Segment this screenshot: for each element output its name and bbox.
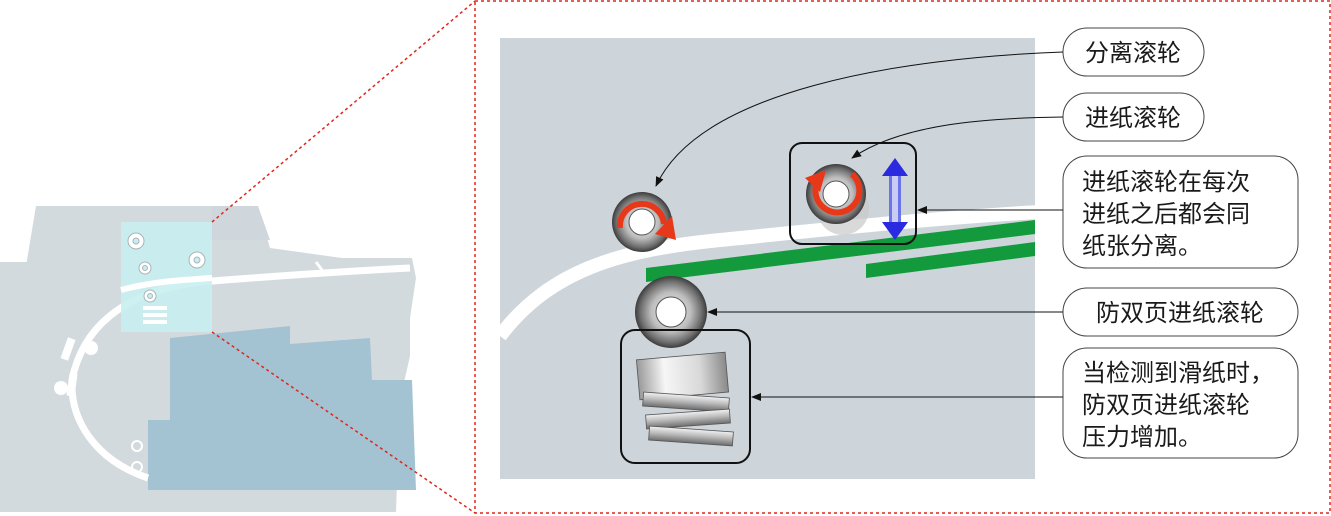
label-feed-roller: 进纸滚轮 — [1085, 104, 1181, 132]
paper-tray — [148, 326, 416, 490]
rotation-arrow-icon — [812, 171, 863, 216]
spring-icon — [143, 306, 167, 324]
label-feed-note-2: 进纸之后都会同 — [1082, 200, 1250, 228]
label-separation-roller: 分离滚轮 — [1085, 39, 1181, 67]
callout-double-feed-note: 当检测到滑纸时， 防双页进纸滚轮 压力增加。 — [1062, 347, 1299, 459]
feed-roller — [805, 164, 869, 235]
callout-separation-roller: 分离滚轮 — [1062, 27, 1205, 77]
leader-lines — [655, 51, 1064, 401]
detail-panel — [500, 38, 1035, 479]
callout-double-feed-roller: 防双页进纸滚轮 — [1062, 287, 1299, 337]
label-feed-note-1: 进纸滚轮在每次 — [1082, 168, 1250, 196]
separation-roller — [612, 192, 676, 252]
leader-separation-roller — [655, 51, 1064, 187]
paper-sheet-1 — [646, 220, 1035, 282]
label-double-feed-note-2: 防双页进纸滚轮 — [1082, 391, 1250, 419]
press-arrow-icon — [882, 158, 908, 240]
gear-icon — [54, 337, 98, 397]
callout-feed-roller: 进纸滚轮 — [1062, 92, 1205, 142]
leader-feed-roller — [851, 116, 1064, 159]
gear-icon — [127, 232, 206, 303]
callout-feed-note: 进纸滚轮在每次 进纸之后都会同 纸张分离。 — [1062, 155, 1299, 269]
label-double-feed-roller: 防双页进纸滚轮 — [1096, 299, 1264, 327]
paper-guide — [500, 205, 1035, 341]
label-double-feed-note-3: 压力增加。 — [1082, 423, 1202, 451]
label-feed-note-3: 纸张分离。 — [1082, 232, 1202, 260]
gear-icon — [131, 440, 143, 473]
paper-sheet-2 — [866, 242, 1035, 278]
spring-icon — [635, 351, 734, 447]
printer-overview — [0, 206, 416, 512]
zoom-frame — [211, 0, 1331, 514]
double-feed-roller — [635, 276, 707, 348]
feed-roller-box — [789, 142, 917, 245]
rotation-arrow-icon — [616, 200, 667, 229]
label-double-feed-note-1: 当检测到滑纸时， — [1082, 359, 1274, 387]
spring-box — [620, 329, 751, 464]
